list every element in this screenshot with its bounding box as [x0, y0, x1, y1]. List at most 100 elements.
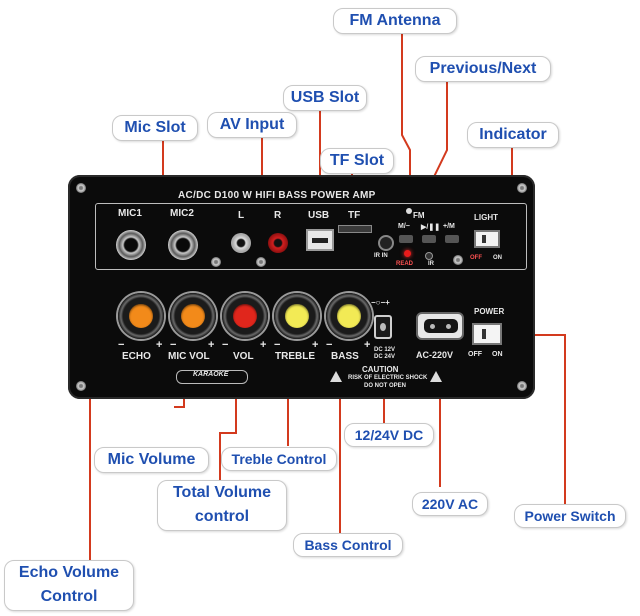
- echo-label: ECHO: [122, 351, 151, 362]
- screw: [517, 183, 527, 193]
- mic-vol-minus: −: [170, 339, 177, 351]
- treble-minus: −: [274, 339, 281, 351]
- next-button[interactable]: [445, 235, 459, 243]
- av-l-label: L: [238, 210, 245, 221]
- callout-previous-next: Previous/Next: [415, 56, 551, 83]
- dc-polarity-symbol: −○−+: [371, 298, 390, 307]
- screw: [453, 255, 463, 265]
- mic1-jack[interactable]: [116, 230, 146, 260]
- usb-port[interactable]: [306, 229, 334, 251]
- light-switch[interactable]: [474, 230, 500, 248]
- bass-plus: +: [364, 339, 371, 351]
- caution-line-1: RISK OF ELECTRIC SHOCK: [348, 375, 428, 381]
- vol-knob-cap: [233, 304, 257, 328]
- mic-vol-plus: +: [208, 339, 215, 351]
- power-on-label: ON: [492, 351, 503, 358]
- screw: [517, 381, 527, 391]
- callout-bass-control: Bass Control: [293, 533, 403, 558]
- usb-label: USB: [308, 210, 330, 221]
- panel-top-frame: [95, 203, 527, 270]
- treble-label: TREBLE: [275, 351, 315, 362]
- treble-knob-cap: [285, 304, 309, 328]
- mic2-label: MIC2: [170, 208, 194, 219]
- mic1-label: MIC1: [118, 208, 142, 219]
- karaoke-badge: [176, 370, 248, 384]
- callout-fm-antenna: FM Antenna: [333, 8, 457, 35]
- av-right-jack[interactable]: [268, 233, 288, 253]
- mic-vol-label: MIC VOL: [168, 351, 210, 362]
- ac-label: AC-220V: [416, 350, 454, 360]
- mic-vol-knob[interactable]: [170, 293, 216, 339]
- caution-triangle-right: [430, 371, 442, 382]
- caution-triangle-left: [330, 371, 342, 382]
- mic-vol-knob-cap: [181, 304, 205, 328]
- panel-title: AC/DC D100 W HIFI BASS POWER AMP: [178, 190, 376, 201]
- screw: [76, 183, 86, 193]
- echo-minus: −: [118, 339, 125, 351]
- callout-ac-input: 220V AC: [412, 492, 488, 517]
- karaoke-label: KARAOKE: [193, 371, 229, 378]
- av-r-label: R: [274, 210, 282, 221]
- echo-plus: +: [156, 339, 163, 351]
- bass-minus: −: [326, 339, 333, 351]
- callout-echo-volume-line-2: Control: [40, 588, 98, 606]
- callout-treble-control: Treble Control: [221, 447, 337, 472]
- callout-indicator: Indicator: [467, 122, 559, 149]
- treble-knob[interactable]: [274, 293, 320, 339]
- callout-mic-slot: Mic Slot: [112, 115, 198, 142]
- tf-label: TF: [348, 210, 361, 221]
- vol-plus: +: [260, 339, 267, 351]
- bass-label: BASS: [331, 351, 359, 362]
- dc-rating-1: DC 12V: [374, 347, 396, 353]
- callout-usb-slot: USB Slot: [283, 85, 367, 112]
- play-label: ▶/❚❚: [421, 224, 441, 231]
- vol-label: VOL: [233, 351, 254, 362]
- callout-av-input: AV Input: [207, 112, 297, 139]
- callout-total-volume-line-2: control: [194, 508, 250, 526]
- screw: [76, 381, 86, 391]
- fm-label: FM: [413, 211, 425, 220]
- next-label: +/M: [443, 223, 455, 230]
- light-on-label: ON: [493, 255, 502, 261]
- caution-title: CAUTION: [362, 365, 399, 374]
- tf-slot[interactable]: [338, 225, 372, 233]
- screw: [256, 257, 266, 267]
- vol-minus: −: [222, 339, 229, 351]
- play-button[interactable]: [422, 235, 436, 243]
- callout-dc-input: 12/24V DC: [344, 423, 434, 448]
- callout-tf-slot: TF Slot: [320, 148, 394, 175]
- fm-antenna-pad[interactable]: [406, 208, 412, 214]
- ir-in-label: IR IN: [374, 253, 388, 259]
- caution-line-2: DO NOT OPEN: [364, 383, 407, 389]
- dc-input-jack[interactable]: [374, 315, 392, 339]
- light-label: LIGHT: [474, 213, 498, 222]
- bass-knob[interactable]: [326, 293, 372, 339]
- light-off-label: OFF: [470, 255, 482, 261]
- treble-plus: +: [312, 339, 319, 351]
- callout-echo-volume: Echo Volume Control: [4, 560, 134, 611]
- av-left-jack[interactable]: [231, 233, 251, 253]
- vol-knob[interactable]: [222, 293, 268, 339]
- prev-button[interactable]: [399, 235, 413, 243]
- power-off-label: OFF: [468, 351, 482, 358]
- mic2-jack[interactable]: [168, 230, 198, 260]
- amplifier-panel: AC/DC D100 W HIFI BASS POWER AMP MIC1 MI…: [68, 175, 535, 399]
- callout-mic-volume: Mic Volume: [94, 447, 209, 474]
- bass-knob-cap: [337, 304, 361, 328]
- echo-knob[interactable]: [118, 293, 164, 339]
- ac-input-socket[interactable]: [416, 312, 464, 340]
- power-label: POWER: [474, 307, 505, 316]
- echo-knob-cap: [129, 304, 153, 328]
- callout-total-volume: Total Volume control: [157, 480, 287, 531]
- read-led: [404, 250, 411, 257]
- screw: [211, 257, 221, 267]
- ir-label: IR: [428, 261, 434, 267]
- callout-power-switch: Power Switch: [514, 504, 626, 529]
- callout-echo-volume-line-1: Echo Volume: [18, 564, 120, 581]
- read-label: READ: [396, 261, 414, 267]
- callout-total-volume-line-1: Total Volume: [172, 484, 272, 501]
- ir-led: [425, 252, 433, 260]
- ir-sensor: [378, 235, 394, 251]
- power-switch[interactable]: [472, 323, 502, 345]
- dc-rating-2: DC 24V: [374, 354, 396, 360]
